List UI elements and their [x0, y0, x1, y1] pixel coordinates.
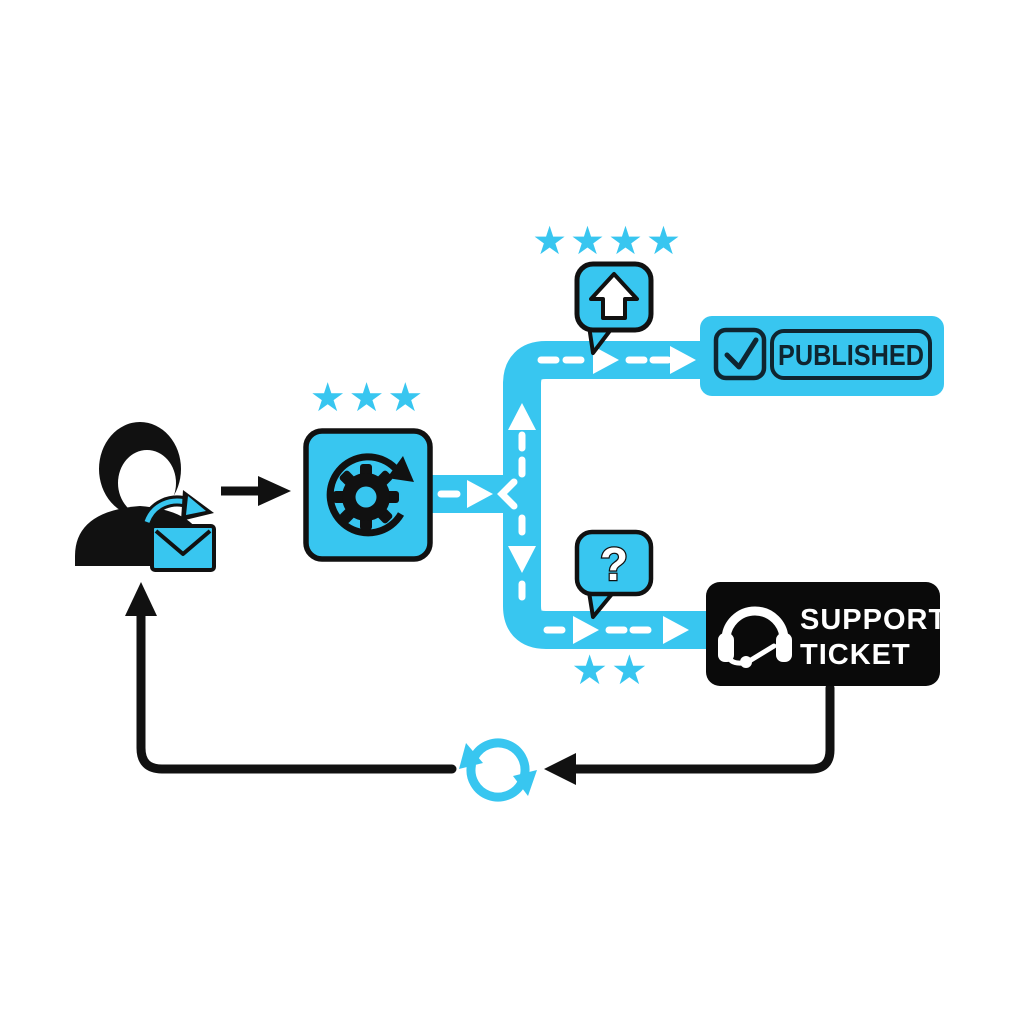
feedback-arrow-left [544, 753, 576, 785]
road-markings [437, 346, 696, 644]
feedback-arrow-up [125, 582, 157, 616]
question-mark-glyph: ? [600, 538, 628, 590]
check-mark [724, 337, 759, 370]
envelope-icon [150, 524, 216, 572]
road-branch-c [503, 341, 708, 649]
user-icon [75, 422, 216, 572]
junction-left-chevron [497, 478, 518, 510]
upload-arrow-speech-bubble [574, 261, 654, 355]
road-arrow-right [573, 616, 599, 644]
headset-icon [718, 606, 792, 668]
sync-refresh-icon [459, 738, 537, 802]
upload-arrow-icon [589, 272, 639, 320]
arrow-user-to-process [221, 476, 291, 506]
support-label-line2: TICKET [800, 639, 911, 671]
published-node: PUBLISHED [700, 316, 944, 396]
road-arrow-down [508, 546, 536, 573]
feedback-line-left [136, 609, 457, 774]
process-rating-stars: ★★★ [309, 376, 427, 420]
road-arrow-right [663, 616, 689, 644]
feedback-line-right [557, 683, 835, 774]
support-ticket-node: SUPPORT TICKET [706, 582, 947, 686]
published-label: PUBLISHED [778, 340, 924, 372]
road-arrow-right [670, 346, 696, 374]
published-label-frame [770, 329, 932, 380]
road-arrow-up [508, 403, 536, 430]
road-arrow-right [467, 480, 493, 508]
published-rating-stars: ★★★★ [532, 220, 684, 263]
question-speech-bubble: ? [574, 529, 654, 619]
road-arrow-right [593, 346, 619, 374]
support-label-line1: SUPPORT [800, 604, 947, 636]
gear-refresh-icon [326, 453, 414, 537]
process-node [303, 428, 433, 562]
support-rating-stars: ★★ [571, 647, 651, 693]
feedback-loop-line [136, 609, 835, 774]
checkbox-icon [713, 327, 767, 381]
